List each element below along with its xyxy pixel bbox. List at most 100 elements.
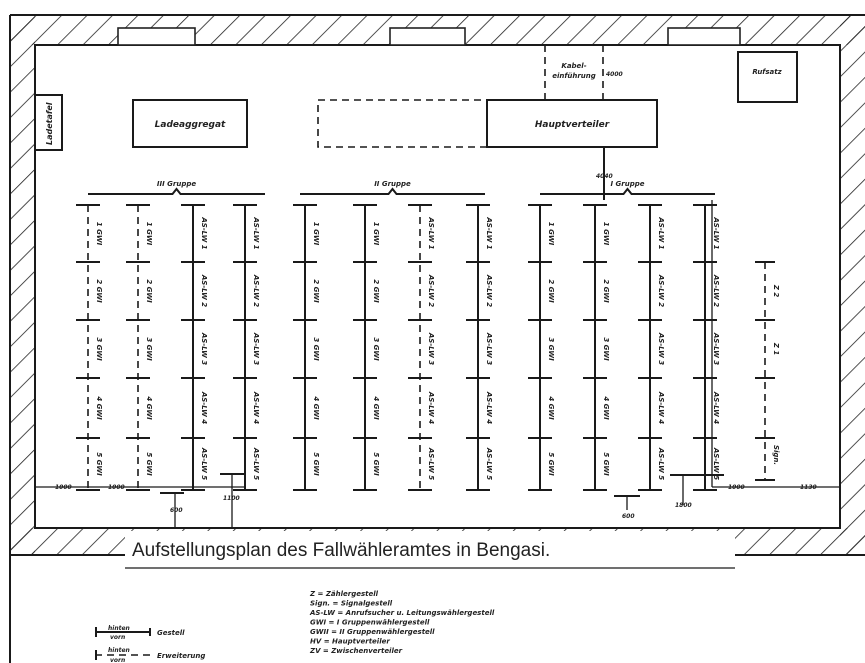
ladetafel-box: Ladetafel: [34, 94, 63, 151]
rack-label: 4 GWI: [95, 396, 103, 420]
rack-label: 3 GWI: [312, 337, 320, 361]
rack-label: 1 GWI: [95, 222, 103, 246]
kabeleinfuehrung: Kabel- einführung 4000: [544, 45, 623, 100]
rack-label: AS-LW 2: [252, 274, 260, 307]
rack-label: 5 GWI: [372, 452, 380, 476]
rack-label: AS-LW 4: [657, 391, 665, 424]
rack-label: 4 GWI: [312, 396, 320, 420]
rack-label: AS-LW 1: [252, 216, 260, 249]
rack-label: AS-LW 3: [427, 332, 435, 365]
rack-label: 3 GWI: [95, 337, 103, 361]
rack-label: AS-LW 4: [712, 391, 720, 424]
rack-label: 5 GWI: [312, 452, 320, 476]
rack-label: 1 GWI: [547, 222, 555, 246]
window: [667, 27, 741, 46]
rack-label: AS-LW 3: [485, 332, 493, 365]
svg-text:1800: 1800: [675, 502, 692, 509]
rufsatz-box: Rufsatz: [737, 51, 798, 103]
ladeaggregat-box: Ladeaggregat: [132, 99, 248, 148]
group-brace: [300, 187, 485, 195]
rack-label: 2 GWI: [312, 279, 320, 303]
rack-label: 1 GWI: [312, 222, 320, 246]
rack-label: AS-LW 2: [712, 274, 720, 307]
rack-label: AS-LW 1: [712, 216, 720, 249]
svg-text:Hauptverteiler: Hauptverteiler: [535, 120, 610, 130]
signal-label: Sign.: [772, 445, 780, 465]
legend-item: GWI = I Gruppenwählergestell: [310, 619, 430, 627]
rack-label: 2 GWI: [547, 279, 555, 303]
rack-label: 4 GWI: [372, 396, 380, 420]
rack-label: 3 GWI: [145, 337, 153, 361]
rack-label: AS-LW 2: [427, 274, 435, 307]
rack-label: 2 GWI: [95, 279, 103, 303]
rack-label: 3 GWI: [372, 337, 380, 361]
rack-label: AS-LW 5: [427, 447, 435, 480]
svg-text:Rufsatz: Rufsatz: [752, 68, 782, 76]
group-brace: [88, 187, 265, 195]
rack-label: 3 GWI: [547, 337, 555, 361]
legend-item: AS-LW = Anrufsucher u. Leitungswählerges…: [309, 609, 495, 617]
svg-text:Kabel-: Kabel-: [561, 62, 586, 70]
window: [389, 27, 466, 46]
signal-label: Z 1: [772, 342, 780, 356]
group-label: I Gruppe: [611, 180, 645, 188]
signal-label: Z 2: [772, 284, 780, 298]
rack-label: 1 GWI: [145, 222, 153, 246]
svg-text:einführung: einführung: [552, 72, 596, 80]
svg-text:Erweiterung: Erweiterung: [157, 652, 205, 660]
svg-text:600: 600: [622, 513, 635, 520]
rack-label: AS-LW 2: [657, 274, 665, 307]
dimensions: 1000 1000 600 1100 600 1800 1000 1130: [35, 200, 840, 528]
rack-label: 4 GWI: [145, 396, 153, 420]
rack-label: 4 GWI: [547, 396, 555, 420]
rack-label: AS-LW 5: [712, 447, 720, 480]
svg-text:Gestell: Gestell: [157, 629, 185, 637]
rack-label: AS-LW 5: [485, 447, 493, 480]
rack-label: AS-LW 4: [200, 391, 208, 424]
group-label: III Gruppe: [157, 180, 196, 188]
rack-label: AS-LW 5: [657, 447, 665, 480]
reserve-area: [317, 99, 488, 148]
rack-label: AS-LW 3: [712, 332, 720, 365]
legend-item: HV = Hauptverteiler: [310, 638, 390, 646]
svg-text:1130: 1130: [800, 484, 817, 491]
rack-label: 5 GWI: [602, 452, 610, 476]
svg-text:4040: 4040: [596, 173, 613, 180]
rack-label: 5 GWI: [95, 452, 103, 476]
rack-label: 2 GWI: [602, 279, 610, 303]
rack-label: AS-LW 5: [200, 447, 208, 480]
rack-label: 3 GWI: [602, 337, 610, 361]
rack-label: 2 GWI: [372, 279, 380, 303]
group-brace: [540, 187, 715, 195]
svg-text:Ladetafel: Ladetafel: [45, 102, 54, 145]
rack-label: 5 GWI: [145, 452, 153, 476]
rack-label: 4 GWI: [602, 396, 610, 420]
rack-label: AS-LW 1: [200, 216, 208, 249]
rack-label: AS-LW 5: [252, 447, 260, 480]
rack-label: AS-LW 2: [200, 274, 208, 307]
rack-label: AS-LW 2: [485, 274, 493, 307]
rack-label: AS-LW 1: [485, 216, 493, 249]
svg-text:hinten: hinten: [108, 647, 130, 654]
rack-label: AS-LW 1: [427, 216, 435, 249]
svg-text:1100: 1100: [223, 495, 240, 502]
group-label: II Gruppe: [374, 180, 411, 188]
legend-item: ZV = Zwischenverteiler: [309, 647, 403, 655]
rack-label: 1 GWI: [372, 222, 380, 246]
svg-text:1000: 1000: [108, 484, 125, 491]
rack-rows: III Gruppe 1 GWI 2 GWI 3 GWI 4 GWI 5 GWI 1 GWI…: [76, 180, 780, 491]
legend-item: GWII = II Gruppenwählergestell: [310, 628, 435, 636]
svg-text:hinten: hinten: [108, 625, 130, 632]
svg-text:1000: 1000: [728, 484, 745, 491]
svg-text:vorn: vorn: [110, 634, 125, 641]
symbol-key: hinten vorn Gestell hinten vorn Erweiter…: [95, 625, 205, 663]
rack-label: AS-LW 3: [200, 332, 208, 365]
rack-label: AS-LW 1: [657, 216, 665, 249]
legend-item: Sign. = Signalgestell: [310, 600, 393, 608]
window: [117, 27, 196, 46]
rack-label: 2 GWI: [145, 279, 153, 303]
rack-label: AS-LW 3: [252, 332, 260, 365]
rack-label: 5 GWI: [547, 452, 555, 476]
